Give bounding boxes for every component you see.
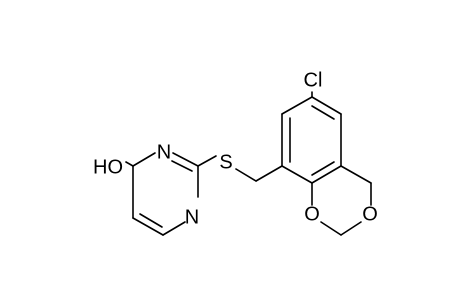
bond-n3-c2 [172, 152, 199, 167]
bond-n1-c6 [162, 221, 186, 236]
bond-o1-ch2 [320, 221, 342, 236]
atom-label-sulfur: S [219, 151, 232, 173]
bond-c6-c5a-inner [311, 105, 335, 120]
bond-s-ch2 [235, 168, 257, 182]
bond-c4-c4a [340, 165, 372, 184]
bond-ch2-c8 [255, 165, 283, 182]
bond-c6-c5 [132, 217, 164, 236]
bond-c6-c5-inner [139, 213, 163, 228]
bond-n3-c2-inner [171, 160, 193, 172]
benzene-ring [281, 91, 342, 184]
bond-c8a-c8 [281, 165, 313, 184]
bond-c2-s [197, 155, 217, 167]
bond-c4a-c8a [311, 165, 342, 184]
bond-c4-oh [125, 161, 134, 167]
bond-c4a-c8a-inner [311, 161, 335, 176]
atom-label-oxygen-right: O [362, 203, 378, 225]
bond-c4-n3 [132, 152, 156, 167]
bond-c6-c5a [311, 96, 342, 115]
atom-label-ring-n-lower: N [185, 206, 199, 228]
atom-label-ring-n-upper: N [157, 141, 171, 163]
thioether-linker [197, 155, 283, 182]
atom-label-hydroxyl: HO [93, 156, 123, 178]
bond-c7-c6 [281, 96, 313, 115]
pyrimidine-ring [125, 152, 199, 236]
bond-ch2-o3 [340, 221, 362, 236]
atom-label-chloro: Cl [304, 69, 323, 91]
atom-label-oxygen-left: O [304, 203, 320, 225]
dioxane-ring [311, 165, 372, 236]
